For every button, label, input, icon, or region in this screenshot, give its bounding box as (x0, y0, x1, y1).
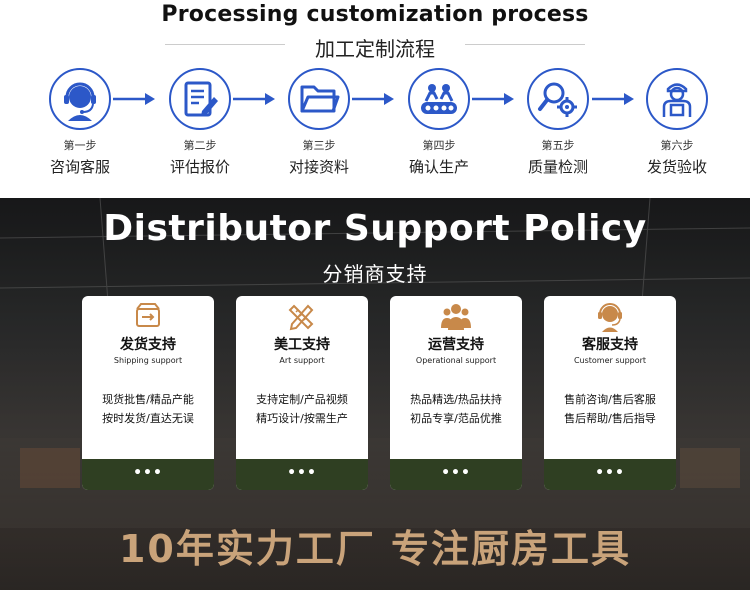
support-card-shipping: 发货支持 Shipping support 现货批售/精品产能 按时发货/直达无… (82, 296, 214, 490)
subtitle-divider-right (465, 44, 585, 45)
inspection-gear-icon (538, 82, 577, 117)
support-card-art: 美工支持 Art support 支持定制/产品视频 精巧设计/按需生产 ••• (236, 296, 368, 490)
subtitle-divider-left (165, 44, 285, 45)
card-line: 热品精选/热品扶持 (410, 393, 502, 406)
document-edit-icon (184, 81, 218, 117)
card-footer: ••• (390, 459, 522, 490)
step-6-name: 发货验收 (646, 158, 707, 176)
step-1-number: 第一步 (63, 139, 97, 152)
support-agent-icon (598, 303, 622, 332)
card-title: 运营支持 (428, 337, 484, 353)
step-5-name: 质量检测 (527, 158, 588, 176)
step-4-circle (408, 68, 470, 130)
step-3-name: 对接资料 (288, 158, 349, 176)
card-footer: ••• (236, 459, 368, 490)
step-3-number: 第三步 (302, 139, 336, 152)
arrow-right-icon (352, 93, 394, 105)
card-title: 客服支持 (582, 337, 638, 353)
step-4: 第四步 确认生产 (384, 68, 494, 177)
headset-agent-icon (64, 82, 96, 121)
process-steps: 第一步 咨询客服 第二步 评估报价 (0, 68, 750, 188)
support-card-operational: 运营支持 Operational support 热品精选/热品扶持 初品专享/… (390, 296, 522, 490)
step-3-circle (288, 68, 350, 130)
card-line: 精巧设计/按需生产 (256, 412, 348, 425)
step-6-circle (646, 68, 708, 130)
policy-section: Distributor Support Policy 分销商支持 发货支持 Sh… (0, 198, 750, 590)
step-5-number: 第五步 (541, 139, 575, 152)
policy-subtitle: 分销商支持 (322, 262, 428, 286)
folder-icon (300, 85, 340, 113)
process-title: Processing customization process (161, 2, 589, 27)
card-line: 售后帮助/售后指导 (564, 412, 656, 425)
card-footer: ••• (82, 459, 214, 490)
card-line: 售前咨询/售后客服 (564, 393, 656, 406)
card-line: 初品专享/范品优推 (410, 412, 502, 425)
step-5-circle (527, 68, 589, 130)
step-2-circle (169, 68, 231, 130)
card-subtitle: Shipping support (113, 356, 183, 365)
arrow-right-icon (592, 93, 634, 105)
arrow-right-icon (113, 93, 155, 105)
arrow-right-icon (472, 93, 514, 105)
factory-slogan: 10年实力工厂 专注厨房工具 (118, 527, 632, 571)
card-subtitle: Customer support (573, 356, 647, 365)
step-1-name: 咨询客服 (49, 158, 110, 176)
step-4-name: 确认生产 (408, 158, 469, 176)
process-section: Processing customization process 加工定制流程 … (0, 0, 750, 198)
card-title: 美工支持 (274, 337, 330, 353)
support-card-customer: 客服支持 Customer support 售前咨询/售后客服 售后帮助/售后指… (544, 296, 676, 490)
policy-title: Distributor Support Policy (103, 208, 647, 249)
step-1: 第一步 咨询客服 (25, 68, 135, 177)
package-icon (136, 303, 160, 327)
step-1-circle (49, 68, 111, 130)
card-footer: ••• (544, 459, 676, 490)
card-line: 现货批售/精品产能 (102, 393, 194, 406)
step-6-number: 第六步 (660, 139, 694, 152)
step-2-name: 评估报价 (169, 158, 230, 176)
team-icon (441, 304, 471, 330)
card-title: 发货支持 (120, 337, 176, 353)
card-line: 支持定制/产品视频 (256, 393, 348, 406)
step-2: 第二步 评估报价 (145, 68, 255, 177)
pencil-ruler-icon (288, 304, 314, 331)
step-4-number: 第四步 (422, 139, 456, 152)
step-3: 第三步 对接资料 (264, 68, 374, 177)
arrow-right-icon (233, 93, 275, 105)
delivery-person-icon (662, 83, 692, 117)
card-subtitle: Operational support (415, 356, 497, 365)
card-line: 按时发货/直达无误 (102, 412, 194, 425)
step-5: 第五步 质量检测 (503, 68, 613, 177)
step-6: 第六步 发货验收 (622, 68, 732, 177)
process-subtitle: 加工定制流程 (315, 37, 435, 61)
step-2-number: 第二步 (183, 139, 217, 152)
card-subtitle: Art support (279, 356, 325, 365)
production-line-icon (421, 84, 457, 114)
